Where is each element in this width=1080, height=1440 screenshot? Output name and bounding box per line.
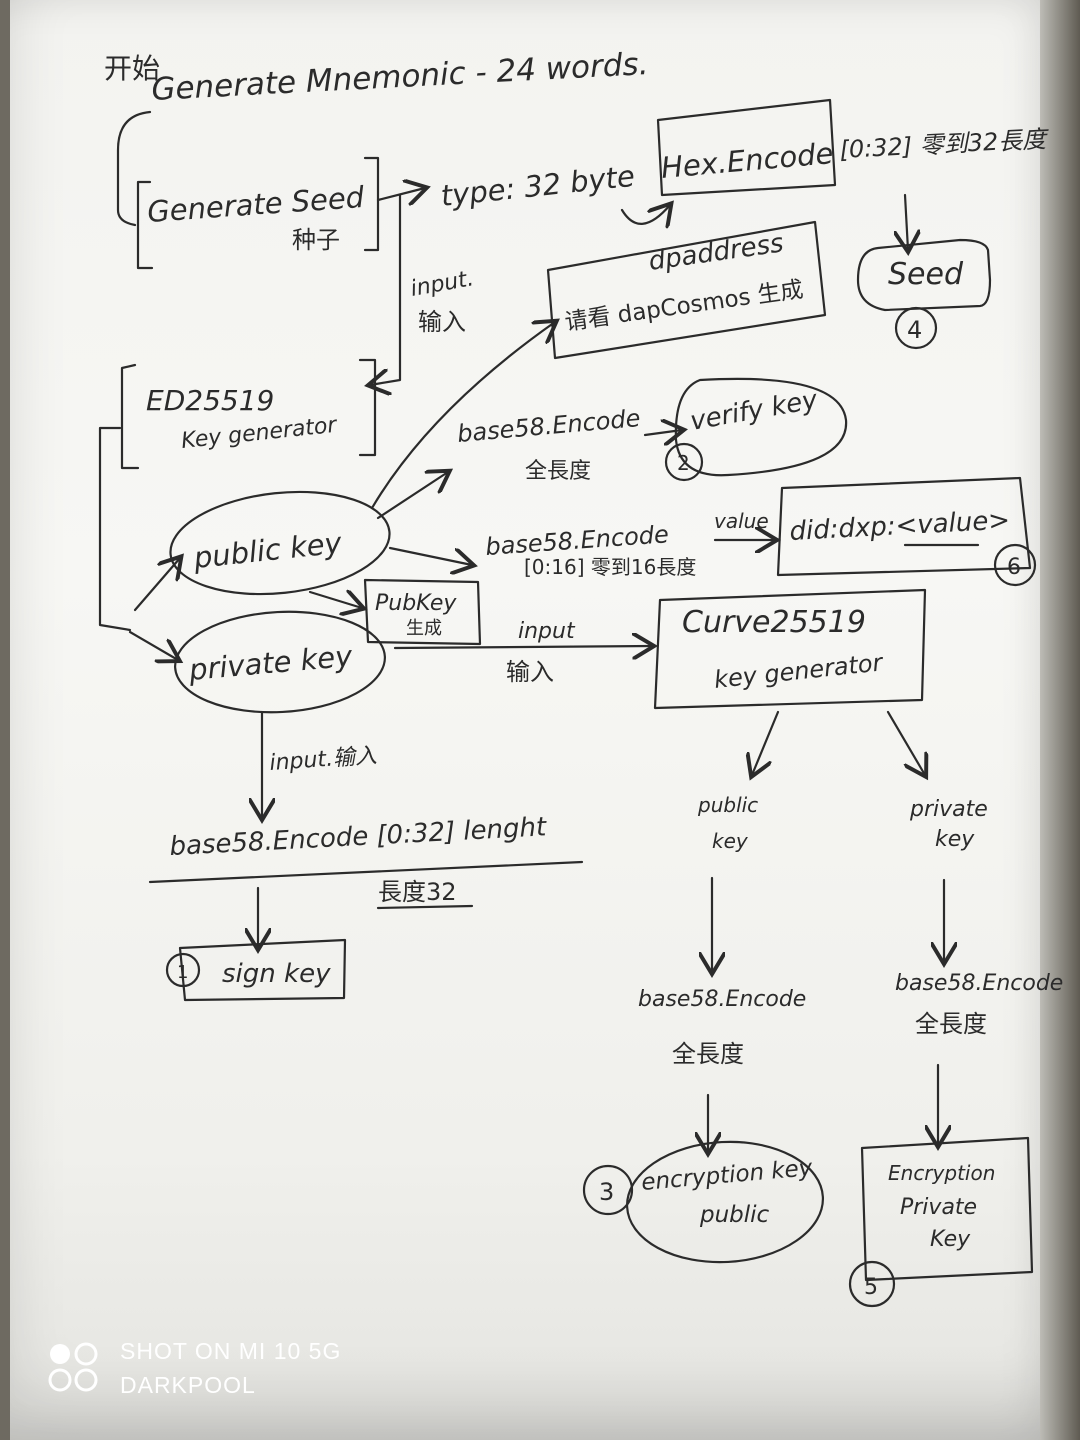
b58-full-cn: 全長度 xyxy=(525,459,591,484)
dpaddress-label: dpaddress xyxy=(647,228,786,277)
curve-public-label: public xyxy=(697,793,758,817)
private-key-shape xyxy=(174,610,386,714)
curve-private-key: key xyxy=(935,827,975,852)
generate-seed-label: Generate Seed xyxy=(146,180,366,229)
sign-key-label: sign key xyxy=(222,959,331,989)
b58-016-range: [0:16] 零到16長度 xyxy=(524,555,696,579)
ed25519-sub: Key generator xyxy=(180,413,340,454)
b58-priv-cn: 全長度 xyxy=(915,1010,987,1038)
b58-full-label: base58.Encode xyxy=(456,404,641,448)
curve-public-key: key xyxy=(712,829,749,853)
watermark-device: SHOT ON MI 10 5G xyxy=(120,1338,342,1364)
table-edge xyxy=(1040,0,1080,1440)
pubkey-label: PubKey xyxy=(375,591,457,616)
curve-sub: key generator xyxy=(713,648,886,694)
input-label-2: input xyxy=(518,619,576,644)
pubkey-box xyxy=(363,578,482,646)
enc-public-label: encryption key xyxy=(640,1155,813,1196)
hex-range-label: [0:32] 零到32長度 xyxy=(839,125,1051,164)
enc-private-box xyxy=(860,1136,1034,1282)
input-label-2-cn: 输入 xyxy=(506,658,554,686)
verify-key-shape xyxy=(674,377,848,477)
title-cn: 开始 xyxy=(104,52,160,85)
did-label: did:dxp:<value> xyxy=(789,505,1011,547)
enc-public-sub: public xyxy=(699,1202,770,1228)
enc-public-shape xyxy=(625,1140,825,1264)
sign-key-box xyxy=(178,938,347,1002)
public-key-label: public key xyxy=(191,526,344,576)
curve-private-label: private xyxy=(909,797,988,822)
public-key-shape xyxy=(169,490,391,596)
input-label-3: input.输入 xyxy=(269,744,378,776)
length-32-cn: 長度32 xyxy=(378,878,457,906)
input-label: input. xyxy=(409,266,476,302)
b58-priv-label: base58.Encode xyxy=(895,971,1063,996)
step-3: 3 xyxy=(599,1178,614,1206)
seed-label: Seed xyxy=(888,257,964,292)
b58-pub-cn: 全長度 xyxy=(672,1040,744,1068)
camera-watermark: SHOT ON MI 10 5G DARKPOOL xyxy=(46,1334,386,1404)
enc-private-label-3: Key xyxy=(930,1227,971,1252)
generate-seed-cn: 种子 xyxy=(292,226,340,254)
step-4: 4 xyxy=(907,316,922,344)
dpaddress-note: 请看 dapCosmos 生成 xyxy=(563,277,805,336)
step-2: 2 xyxy=(677,451,690,475)
verify-key-label: verify key xyxy=(688,385,820,437)
curve-box xyxy=(653,588,927,710)
step-5: 5 xyxy=(864,1275,878,1300)
b58-pub-label: base58.Encode xyxy=(638,987,806,1012)
input-label-cn: 输入 xyxy=(418,308,466,336)
curve-label: Curve25519 xyxy=(682,605,866,640)
enc-private-label-1: Encryption xyxy=(888,1161,995,1185)
watermark-author: DARKPOOL xyxy=(120,1372,256,1398)
seed-box xyxy=(856,238,992,312)
hex-box xyxy=(656,98,837,197)
enc-private-label-2: Private xyxy=(900,1195,977,1220)
step-6: 6 xyxy=(1007,555,1021,580)
ed25519-label: ED25519 xyxy=(146,384,274,417)
pubkey-cn: 生成 xyxy=(406,618,442,639)
brace-title-seed xyxy=(116,110,152,227)
did-box xyxy=(776,476,1032,577)
value-label: value xyxy=(714,509,769,533)
title-text: Generate Mnemonic - 24 words. xyxy=(151,46,650,108)
private-key-label: private key xyxy=(187,639,355,687)
hex-encode-label: Hex.Encode xyxy=(660,136,835,185)
type-label: type: 32 byte xyxy=(439,159,636,213)
b58-032-label: base58.Encode [0:32] lenght xyxy=(169,812,548,862)
seed-bracket xyxy=(136,180,154,270)
camera-logo-icon xyxy=(48,1342,98,1392)
step-1: 1 xyxy=(177,962,188,983)
